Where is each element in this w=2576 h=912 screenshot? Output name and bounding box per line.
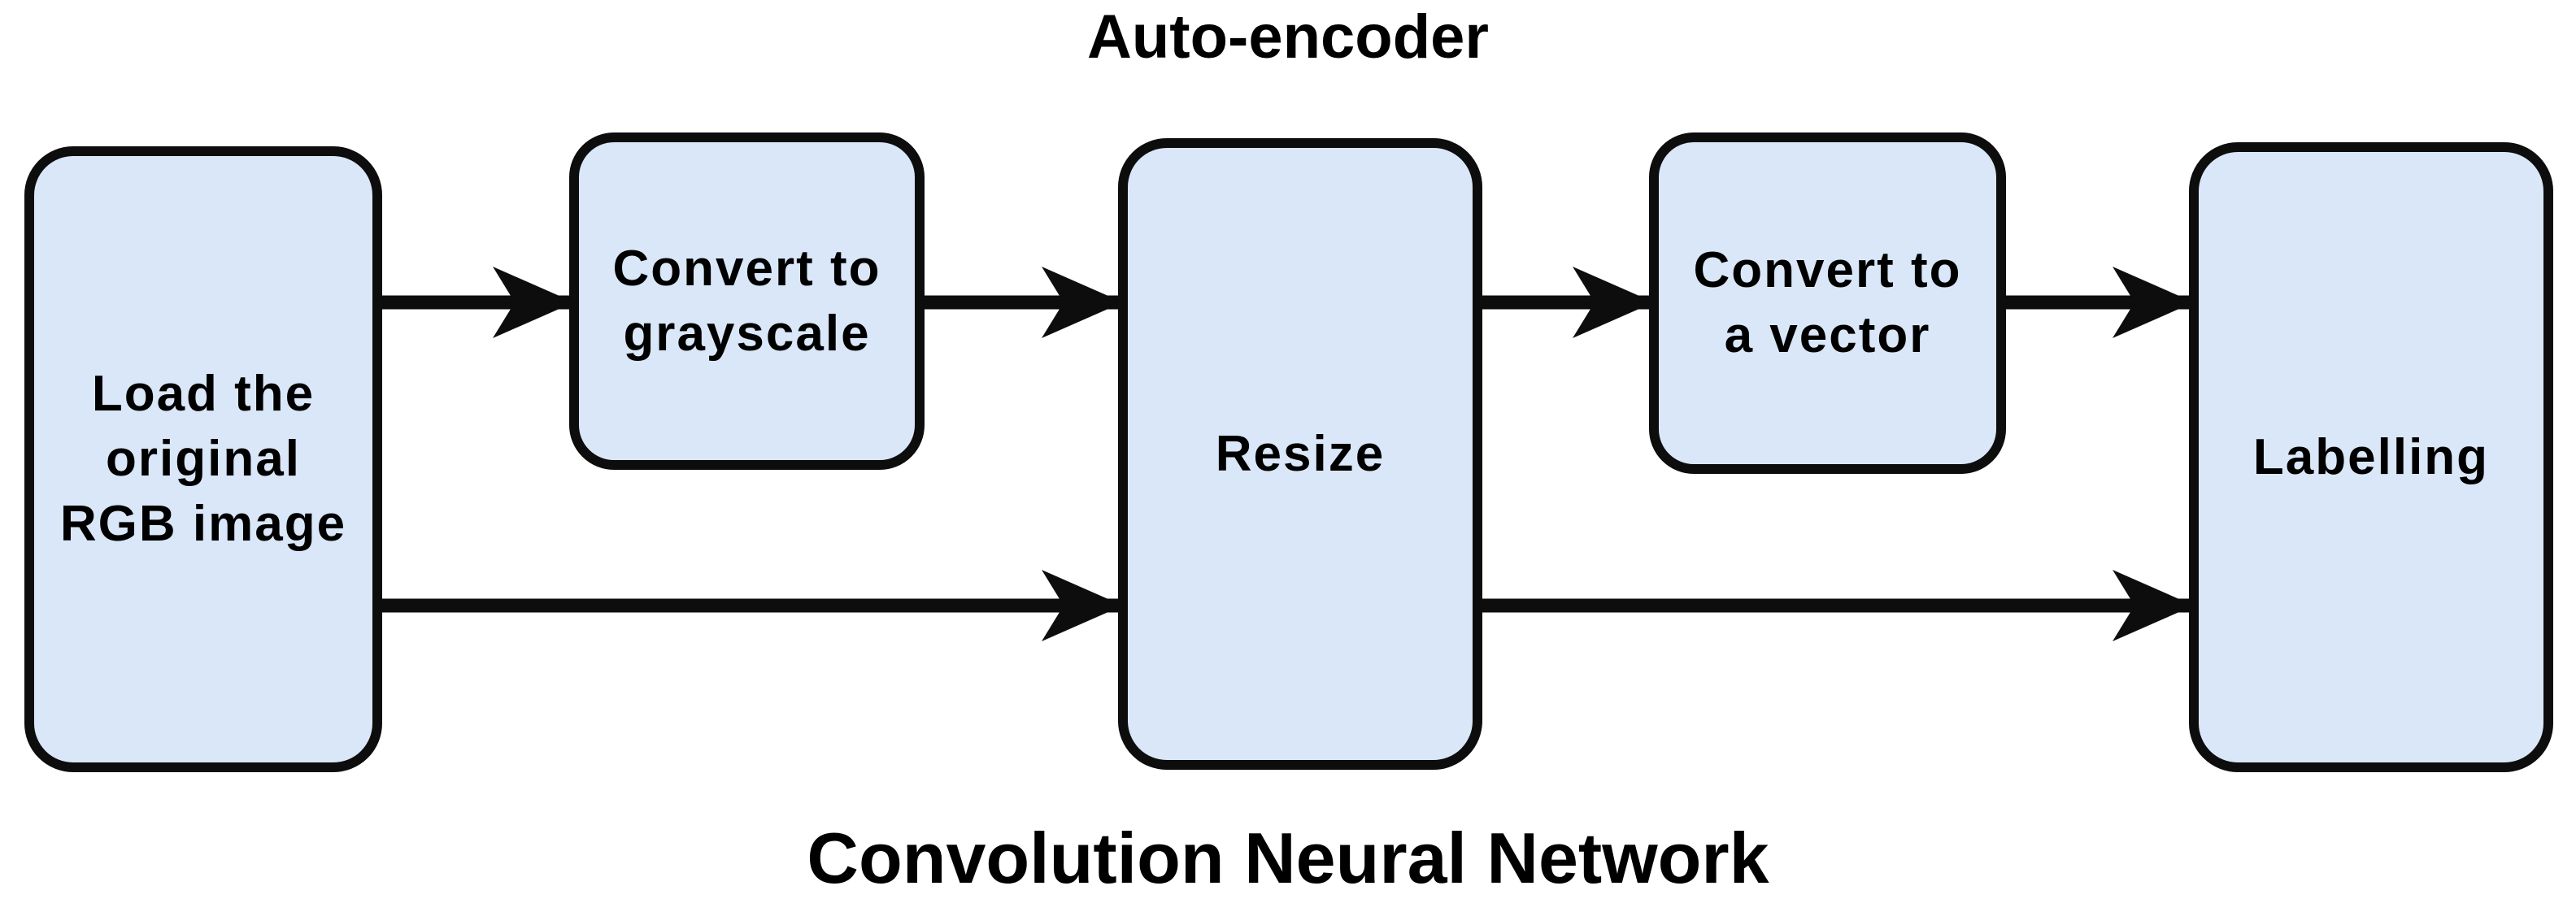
node-labelling-label: Labelling <box>2252 428 2490 485</box>
node-convert-to-a-vector: Convert to a vector <box>1649 132 2006 474</box>
node-load-rgb-image: Load the original RGB image <box>24 146 382 772</box>
node-resize: Resize <box>1118 138 1482 770</box>
auto-encoder-label: Auto-encoder <box>1087 2 1489 72</box>
node-load-rgb-image-label: Load the original RGB image <box>59 366 347 552</box>
node-labelling: Labelling <box>2189 142 2553 772</box>
node-resize-label: Resize <box>1215 425 1386 482</box>
node-convert-to-grayscale-label: Convert to grayscale <box>612 240 881 362</box>
node-convert-to-a-vector-label: Convert to a vector <box>1693 242 1962 363</box>
cnn-label: Convolution Neural Network <box>807 818 1769 898</box>
node-convert-to-grayscale: Convert to grayscale <box>569 132 925 470</box>
